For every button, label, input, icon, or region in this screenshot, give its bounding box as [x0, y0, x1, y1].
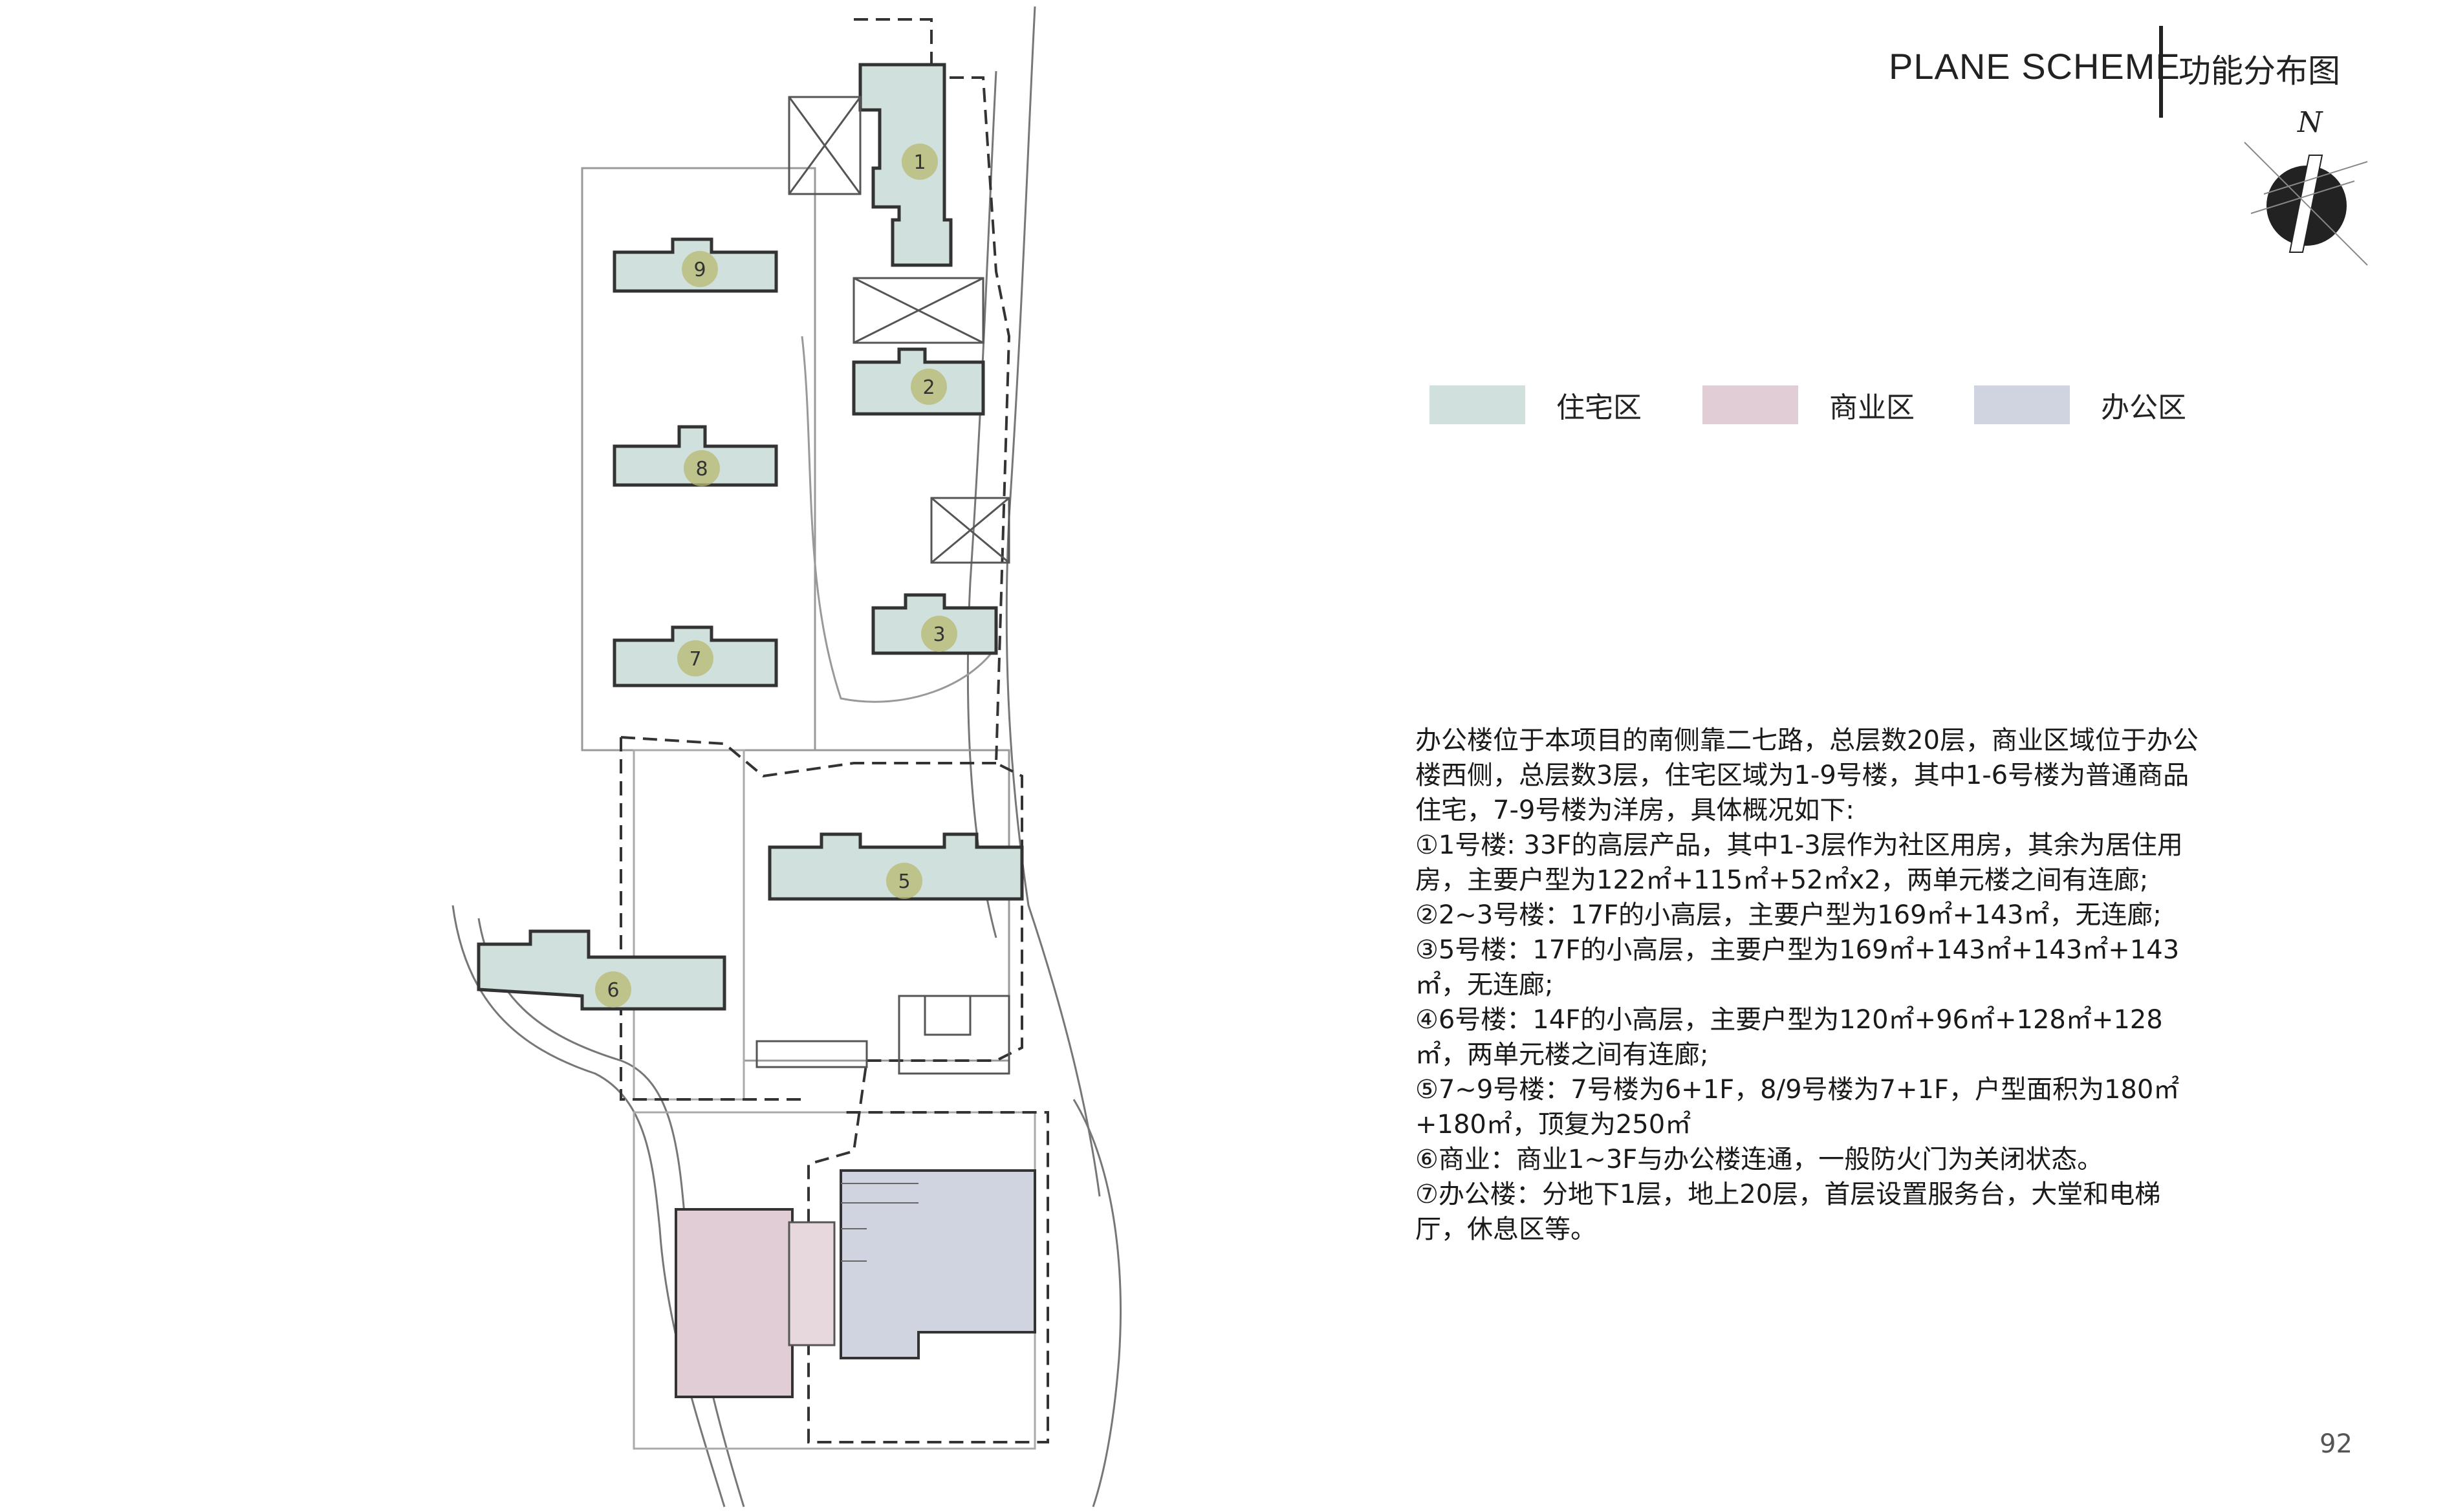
building-label-7: 7 — [689, 648, 701, 671]
title-separator — [2159, 26, 2163, 118]
title-cn: 功能分布图 — [2179, 52, 2340, 90]
building-label-6: 6 — [607, 979, 619, 1002]
project-description: 办公楼位于本项目的南侧靠二七路，总层数20层，商业区域位于办公楼西侧，总层数3层… — [1415, 723, 2211, 1247]
commercial-zone — [675, 1208, 794, 1398]
building-label-5: 5 — [898, 870, 910, 893]
legend-swatch-residential — [1429, 385, 1525, 424]
building-label-3: 3 — [933, 623, 945, 646]
description-item: ⑦办公楼：分地下1层，地上20层，首层设置服务台，大堂和电梯厅，休息区等。 — [1415, 1180, 2161, 1244]
description-item: ⑥商业：商业1~3F与办公楼连通，一般防火门为关闭状态。 — [1415, 1145, 2103, 1174]
building-label-8: 8 — [695, 458, 708, 481]
legend-swatch-commercial — [1702, 385, 1798, 424]
building-label-1: 1 — [913, 151, 926, 174]
legend-label-residential: 住宅区 — [1556, 391, 1642, 424]
north-arrow-icon — [2244, 142, 2368, 266]
legend-item-commercial: 商业区 — [1702, 384, 1915, 426]
legend-item-office: 办公区 — [1974, 384, 2186, 426]
description-item: ⑤7~9号楼：7号楼为6+1F，8/9号楼为7+1F，户型面积为180㎡+180… — [1415, 1075, 2180, 1139]
legend-label-office: 办公区 — [2101, 391, 2186, 424]
description-item: ③5号楼：17F的小高层，主要户型为169㎡+143㎡+143㎡+143㎡，无连… — [1415, 935, 2180, 1000]
legend-swatch-office — [1974, 385, 2070, 424]
description-item: ①1号楼: 33F的高层产品，其中1-3层作为社区用房，其余为居住用房，主要户型… — [1415, 830, 2183, 895]
building-label-2: 2 — [922, 376, 935, 399]
description-item: ②2~3号楼：17F的小高层，主要户型为169㎡+143㎡，无连廊; — [1415, 900, 2162, 930]
legend-label-commercial: 商业区 — [1829, 391, 1915, 424]
title-en: PLANE SCHEME — [1889, 46, 2180, 87]
description-item: ④6号楼：14F的小高层，主要户型为120㎡+96㎡+128㎡+128㎡，两单元… — [1415, 1005, 2163, 1070]
north-label: N — [2297, 106, 2323, 139]
description-intro: 办公楼位于本项目的南侧靠二七路，总层数20层，商业区域位于办公楼西侧，总层数3层… — [1415, 726, 2199, 825]
legend-item-residential: 住宅区 — [1429, 384, 1642, 426]
building-label-9: 9 — [693, 259, 706, 281]
page-number: 92 — [2320, 1429, 2353, 1459]
building-6 — [477, 929, 726, 1011]
office-zone — [840, 1169, 1036, 1359]
